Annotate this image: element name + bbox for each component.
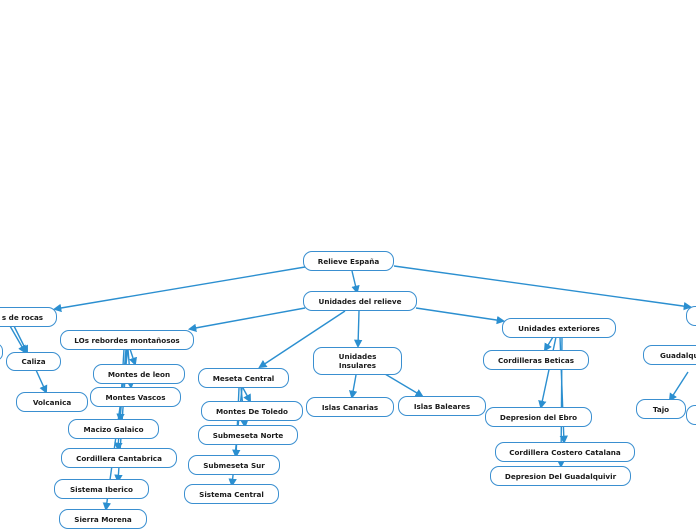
node-partial-right-top[interactable]	[686, 306, 696, 326]
edge-rocas-caliza	[13, 325, 28, 354]
node-submeseta-sur[interactable]: Submeseta Sur	[188, 455, 280, 475]
edge-rebordes-montes-leon	[129, 348, 137, 366]
edge-unidades-insulares	[353, 310, 363, 349]
node-montes-leon[interactable]: Montes de leon	[93, 364, 185, 384]
edge-insulares-canarias	[348, 374, 358, 400]
node-submeseta-norte[interactable]: Submeseta Norte	[198, 425, 298, 445]
edge-caliza-volcanica	[35, 369, 48, 394]
node-guadalquivir-rio-label: Guadalqu	[660, 350, 696, 360]
node-tajo[interactable]: Tajo	[636, 399, 686, 419]
edge-root-rocas	[52, 266, 306, 313]
node-meseta-central[interactable]: Meseta Central	[198, 368, 289, 388]
edge-unidades-exteriores	[415, 307, 506, 325]
node-cordillera-cantabrica[interactable]: Cordillera Cantabrica	[61, 448, 177, 468]
edge-rocas-caliza-2	[9, 325, 27, 354]
node-montes-toledo[interactable]: Montes De Toledo	[201, 401, 303, 421]
edge-exteriores-beticas	[543, 336, 554, 352]
node-unidades-relieve[interactable]: Unidades del relieve	[303, 291, 417, 311]
edge-meseta-toledo	[242, 387, 251, 403]
edge-unidades-meseta	[258, 310, 346, 369]
node-depresion-ebro[interactable]: Depresion del Ebro	[485, 407, 592, 427]
edge-exteriores-ebro	[538, 336, 557, 410]
node-islas-baleares[interactable]: Islas Baleares	[398, 396, 486, 416]
edge-unidades-rebordes	[187, 307, 306, 332]
node-tipos-rocas[interactable]: s de rocas	[0, 307, 57, 327]
node-montes-vascos[interactable]: Montes Vascos	[90, 387, 181, 407]
node-sistema-central[interactable]: Sistema Central	[184, 484, 279, 504]
node-unidades-exteriores[interactable]: Unidades exteriores	[502, 318, 616, 338]
node-rebordes-montanosos[interactable]: LOs rebordes montañosos	[60, 330, 194, 350]
node-islas-canarias[interactable]: Islas Canarias	[306, 397, 394, 417]
node-sierra-morena[interactable]: Sierra Morena	[59, 509, 147, 529]
node-macizo-galaico[interactable]: Macizo Galaico	[68, 419, 159, 439]
edge-root-right	[393, 265, 693, 311]
edge-insulares-baleares	[384, 373, 424, 398]
node-unidades-insulares[interactable]: Unidades Insulares	[313, 347, 402, 375]
node-volcanica[interactable]: Volcanica	[16, 392, 88, 412]
edge-guadalq-tajo	[668, 371, 689, 402]
node-cordilleras-beticas[interactable]: Cordilleras Beticas	[483, 350, 589, 370]
node-caliza[interactable]: Caliza	[6, 352, 61, 371]
node-cordillera-costero-catalana[interactable]: Cordillera Costero Catalana	[495, 442, 635, 462]
node-depresion-guadalquivir[interactable]: Depresion Del Guadalquivir	[490, 466, 631, 486]
node-sistema-iberico[interactable]: Sistema Iberico	[54, 479, 149, 499]
node-guadalquivir-rio[interactable]: Guadalqu	[643, 345, 696, 365]
node-partial-right-bottom[interactable]	[686, 405, 696, 425]
edge-root-unidades	[351, 270, 360, 295]
node-relieve-espana[interactable]: Relieve España	[303, 251, 394, 271]
